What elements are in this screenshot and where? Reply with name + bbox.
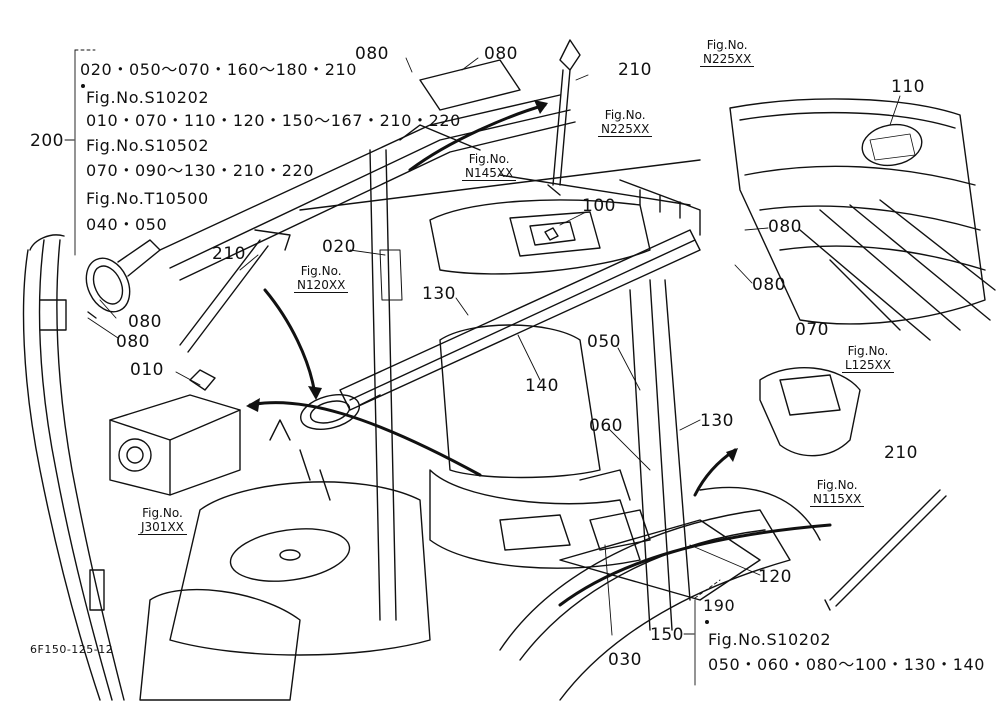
callout-210: 210 — [884, 443, 918, 463]
callout-130: 130 — [700, 411, 734, 431]
callout-110: 110 — [891, 77, 925, 97]
leader-lines — [64, 57, 901, 636]
callout-050: 050 — [587, 332, 621, 352]
fig-ref-n120xx[interactable]: Fig.No. N120XX — [294, 264, 349, 293]
callout-120: 120 — [758, 567, 792, 587]
fig-ref-n225xx[interactable]: Fig.No. N225XX — [700, 38, 755, 67]
callout-100: 100 — [582, 196, 616, 216]
right-roof-panel — [729, 98, 996, 341]
group-150-dot — [705, 620, 709, 624]
fig-ref-code: L125XX — [842, 358, 895, 373]
callout-070: 070 — [795, 320, 829, 340]
pillar-mirror — [300, 394, 381, 430]
callout-080: 080 — [355, 44, 389, 64]
group-200-line-7: 040・050 — [86, 215, 168, 234]
callout-010: 010 — [130, 360, 164, 380]
callout-020: 020 — [322, 237, 356, 257]
fig-ref-label: Fig.No. — [847, 344, 889, 358]
callout-080: 080 — [484, 44, 518, 64]
fig-ref-label: Fig.No. — [604, 108, 646, 122]
group-200-fig-s10502[interactable]: Fig.No.S10502 — [86, 136, 210, 155]
fig-ref-n115xx[interactable]: Fig.No. N115XX — [810, 478, 865, 507]
fig-ref-code: N225XX — [598, 122, 653, 137]
fig-ref-label: Fig.No. — [300, 264, 342, 278]
fig-ref-label: Fig.No. — [142, 506, 183, 520]
group-200-fig-s10202[interactable]: Fig.No.S10202 — [86, 88, 210, 107]
diagram-code: 6F150-125-12 — [30, 643, 114, 656]
group-200-dot — [81, 84, 85, 88]
group-150-line-3: 050・060・080〜100・130・140 — [708, 655, 986, 674]
side-cover-070 — [759, 367, 861, 457]
fig-ref-label: Fig.No. — [468, 152, 510, 166]
left-door-glass — [22, 234, 125, 701]
gas-struts — [179, 39, 947, 611]
fig-ref-j301xx[interactable]: Fig.No. J301XX — [138, 506, 187, 535]
wiper-motor-assembly — [109, 369, 241, 496]
callout-080: 080 — [752, 275, 786, 295]
fig-ref-n145xx[interactable]: Fig.No. N145XX — [462, 152, 517, 181]
group-200-fig-t10500[interactable]: Fig.No.T10500 — [86, 189, 209, 208]
operator-seat — [429, 324, 641, 569]
callout-030: 030 — [608, 650, 642, 670]
fig-ref-l125xx[interactable]: Fig.No. L125XX — [842, 344, 895, 373]
fig-ref-n225xx[interactable]: Fig.No. N225XX — [598, 108, 653, 137]
callout-140: 140 — [525, 376, 559, 396]
fig-ref-code: N225XX — [700, 52, 755, 67]
callout-130: 130 — [422, 284, 456, 304]
group-200-line-5: 070・090〜130・210・220 — [86, 161, 315, 180]
fig-ref-code: N120XX — [294, 278, 349, 293]
fig-ref-code: N145XX — [462, 166, 517, 181]
group-150-line-1: 190 — [703, 596, 736, 615]
steering-dash — [139, 419, 431, 701]
callout-210: 210 — [212, 244, 246, 264]
callout-200: 200 — [30, 131, 64, 151]
callout-080: 080 — [128, 312, 162, 332]
callout-150: 150 — [650, 625, 684, 645]
fig-ref-label: Fig.No. — [706, 38, 748, 52]
left-mirror — [85, 239, 161, 319]
arrow-heads — [246, 100, 738, 462]
callout-080: 080 — [116, 332, 150, 352]
group-200-line-3: 010・070・110・120・150〜167・210・220 — [86, 111, 461, 130]
fig-ref-code: J301XX — [138, 520, 187, 535]
group-200-line-1: 020・050〜070・160〜180・210 — [80, 60, 358, 79]
group-150-fig-s10202[interactable]: Fig.No.S10202 — [708, 630, 832, 649]
callout-060: 060 — [589, 416, 623, 436]
fig-ref-code: N115XX — [810, 492, 865, 507]
callout-080: 080 — [768, 217, 802, 237]
callout-210: 210 — [618, 60, 652, 80]
fig-ref-label: Fig.No. — [816, 478, 858, 492]
roof-headliner — [429, 199, 651, 275]
